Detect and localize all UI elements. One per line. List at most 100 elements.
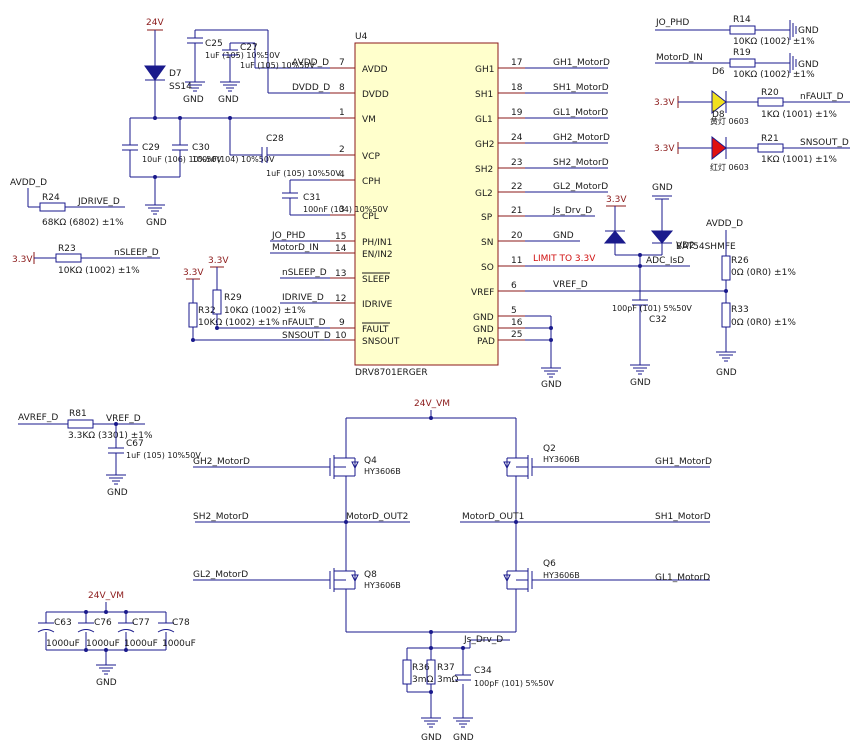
c78-val: 1000uF	[162, 639, 196, 649]
net-motordin-r19-label: MotorD_IN	[656, 53, 703, 63]
resistor-r26[interactable]: AVDD_D R26 0Ω (0R0) ±1%	[706, 219, 796, 303]
resistor-r23[interactable]: 3.3V R23 10KΩ (1002) ±1% nSLEEP_D	[12, 244, 160, 276]
c76-ref: C76	[94, 618, 112, 628]
c77-ref: C77	[132, 618, 150, 628]
net-nfault-u4-label: nFAULT_D	[282, 318, 326, 328]
q6-val: HY3606B	[543, 571, 580, 580]
net-motordin-u4-label: MotorD_IN	[272, 243, 319, 253]
q4-val: HY3606B	[364, 467, 401, 476]
u4-pin-vm: VM	[362, 115, 376, 125]
net-adc-label: ADC_IsD	[646, 256, 684, 266]
cap-c76[interactable]: C76 1000uF	[77, 618, 120, 649]
gnd-symbol-r36: GND	[421, 717, 442, 743]
cap-c34[interactable]: C34 100pF (101) 5%50V	[455, 658, 554, 688]
resistor-r24[interactable]: AVDD_D R24 68KΩ (6802) ±1% JDRIVE_D	[10, 178, 125, 228]
sense-network: Js_Drv_D	[406, 632, 510, 718]
net-nsleep-u4-label: nSLEEP_D	[282, 268, 327, 278]
net-avdd-r24-label: AVDD_D	[10, 178, 47, 188]
resistor-r14[interactable]: JO_PHD R14 10KΩ (1002) ±1% GND	[655, 15, 819, 47]
cap-c78[interactable]: C78 1000uF	[157, 618, 196, 649]
resistor-r33[interactable]: R33 0Ω (0R0) ±1%	[721, 302, 796, 352]
d8-val: 红灯 0603	[710, 162, 749, 172]
c63-val: 1000uF	[46, 639, 80, 649]
mosfet-q4[interactable]: Q4 HY3606B	[329, 450, 401, 485]
u4-pin-25-num: 25	[511, 330, 522, 340]
resistor-r20[interactable]: R20 1KΩ (1001) ±1% nFAULT_D	[757, 88, 850, 120]
mosfet-q8[interactable]: Q8 HY3606B	[329, 565, 401, 598]
resistor-r19[interactable]: MotorD_IN R19 10KΩ (1002) ±1% GND	[655, 48, 819, 80]
cap-c77[interactable]: C77 1000uF	[117, 618, 158, 649]
r81-ref: R81	[69, 409, 87, 419]
net-nfault-r20-label: nFAULT_D	[800, 92, 844, 102]
gnd-label-c32: GND	[630, 378, 651, 388]
net-gl2-bridge-label: GL2_MotorD	[193, 570, 248, 580]
cap-c63[interactable]: C63 1000uF	[37, 618, 80, 649]
cap-c31[interactable]: C31 100nF (104) 10%50V	[282, 179, 389, 216]
u4-ic[interactable]: U4 DRV8701ERGER	[354, 32, 499, 378]
c32-val: 100pF (101) 5%50V	[612, 304, 692, 313]
q2-ref: Q2	[543, 444, 556, 454]
gnd-label-r33: GND	[716, 368, 737, 378]
resistor-r32[interactable]: 3.3V R32 10KΩ (1002) ±1%	[183, 268, 330, 341]
cap-c29[interactable]: C29 10uF (106) 10%50V	[122, 140, 222, 177]
c77-val: 1000uF	[124, 639, 158, 649]
led-d6[interactable]: 3.3V D6 黄灯 0603	[654, 67, 758, 126]
r21-val: 1KΩ (1001) ±1%	[761, 155, 837, 165]
r36-val: 3mΩ	[412, 675, 433, 685]
u4-pin-9-num: 9	[339, 318, 345, 328]
net-gh2-label: GH2_MotorD	[553, 133, 610, 143]
limit-note: LIMIT TO 3.3V	[533, 254, 596, 264]
gnd-symbol-c34: GND	[453, 717, 474, 743]
label-33v-r29: 3.3V	[208, 256, 229, 266]
mosfet-q6[interactable]: Q6 HY3606B	[503, 559, 580, 598]
r81-val: 3.3KΩ (3301) ±1%	[68, 431, 153, 441]
q6-ref: Q6	[543, 559, 556, 569]
u4-right-nets: GH1_MotorD SH1_MotorD GL1_MotorD GH2_Mot…	[525, 58, 726, 368]
r14-ref: R14	[733, 15, 751, 25]
vd2-val-visible: BAT54SHMFE	[676, 242, 736, 252]
diode-d7[interactable]: D7 SS14	[144, 65, 192, 118]
u4-pin-17-num: 17	[511, 58, 522, 68]
led-d8[interactable]: 3.3V D8 红灯 0603	[654, 110, 758, 172]
c31-ref: C31	[303, 193, 321, 203]
resistor-r29[interactable]: 3.3V R29 10KΩ (1002) ±1%	[208, 256, 330, 329]
r23-val: 10KΩ (1002) ±1%	[58, 266, 140, 276]
resistor-r37[interactable]: R37 3mΩ	[426, 659, 458, 685]
resistor-r81[interactable]: AVREF_D R81 3.3KΩ (3301) ±1% VREF_D	[18, 409, 153, 441]
u4-pin-gh2: GH2	[475, 140, 494, 150]
net-dvdd-label: DVDD_D	[292, 83, 330, 93]
d7-val: SS14	[169, 82, 192, 92]
u4-pin-snsout: SNSOUT	[362, 337, 400, 347]
u4-pin-sn: SN	[481, 238, 493, 248]
u4-pin-vcp: VCP	[362, 152, 380, 162]
cap-c30[interactable]: C30 100nF(104) 10%50V	[172, 140, 275, 177]
mosfet-q2[interactable]: Q2 HY3606B	[503, 444, 580, 485]
gnd-label-c67: GND	[107, 488, 128, 498]
q2-val: HY3606B	[543, 455, 580, 464]
cap-c25[interactable]: C25 1uF (105) 10%50V	[187, 30, 280, 82]
cap-c28[interactable]: C28 1uF (105) 10%50V	[261, 134, 341, 178]
resistor-r36[interactable]: R36 3mΩ	[402, 659, 433, 685]
net-avref-label: AVREF_D	[18, 413, 58, 423]
cap-c32[interactable]: C32 100pF (101) 5%50V	[612, 299, 692, 365]
r36-ref: R36	[412, 663, 430, 673]
gnd-label-pad: GND	[541, 380, 562, 390]
net-sh1-bridge-label: SH1_MotorD	[655, 512, 711, 522]
resistor-r21[interactable]: R21 1KΩ (1001) ±1% SNSOUT_D	[757, 134, 850, 165]
u4-pin-15-num: 15	[335, 232, 346, 242]
c27-ref: C27	[240, 43, 258, 53]
cap-c67[interactable]: C67 1uF (105) 10%50V	[108, 424, 201, 475]
u4-pin-sleep: SLEEP	[362, 275, 390, 285]
power-24v: 24V	[146, 18, 164, 66]
net-jophd-u4-label: JO_PHD	[271, 231, 305, 241]
gnd-symbol-pad: GND	[541, 367, 562, 390]
label-33v-vd2: 3.3V	[606, 195, 627, 205]
gnd-label-c25: GND	[183, 95, 204, 105]
u4-left-nets: JO_PHD MotorD_IN nSLEEP_D IDRIVE_D nFAUL…	[270, 231, 331, 341]
u4-pin-1-num: 1	[339, 108, 345, 118]
u4-right-pins: 17 18 19 24 23 22 21 20 11 6 5 16 25 GH1…	[471, 58, 525, 347]
diode-vd2[interactable]: 3.3V GND VD2 BAT54SHMFE	[603, 183, 736, 256]
cap-c27[interactable]: C27 1uF (105) 10%50V	[222, 42, 330, 82]
u4-pin-gl1: GL1	[475, 115, 493, 125]
